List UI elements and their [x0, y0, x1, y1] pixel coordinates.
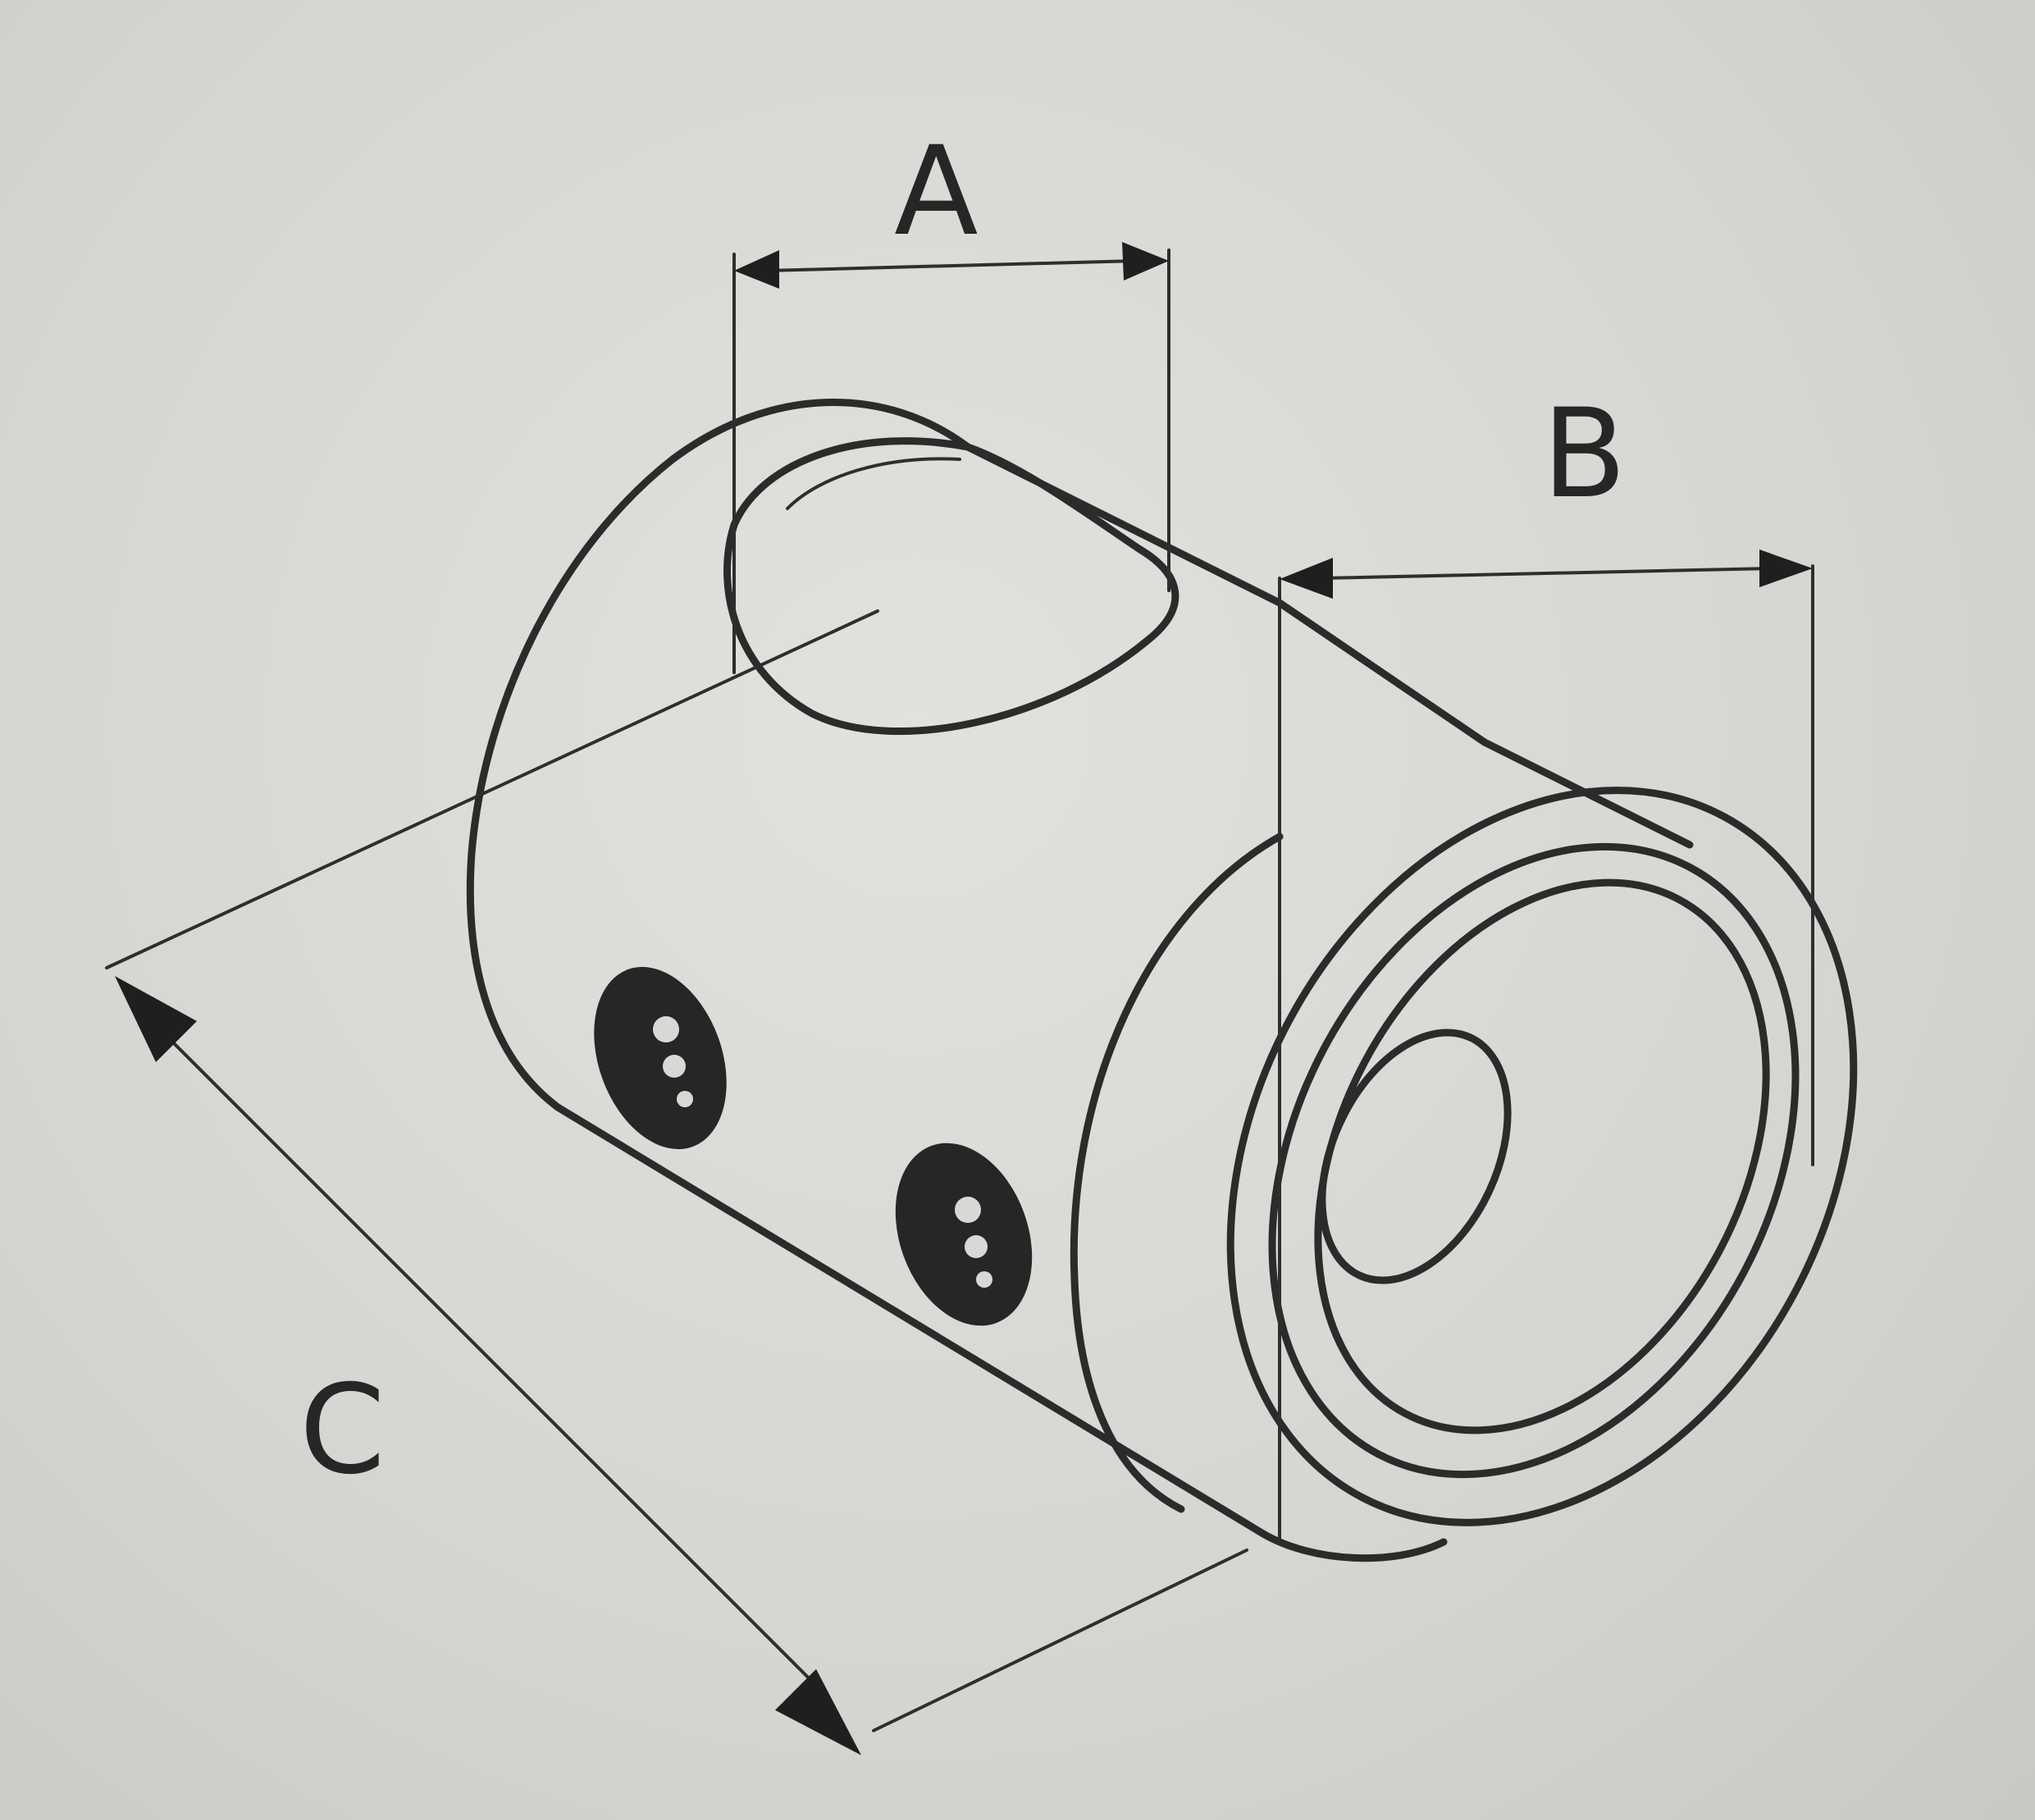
cylinder-end-outer: [1226, 787, 1858, 1526]
cylinder-front-edge: [1070, 832, 1284, 1513]
top-opening-outer: [723, 437, 1179, 735]
top-opening-inner: [786, 457, 961, 510]
screw-hole-lower: [895, 1143, 1033, 1326]
screw-hole-upper: [594, 966, 727, 1150]
cylinder-bore: [1318, 1029, 1512, 1284]
cylinder-bottom-edge: [1259, 1530, 1448, 1562]
dimension-a: [732, 242, 1170, 674]
cylinder-end-ring-inner: [1314, 878, 1770, 1435]
body-outline: [466, 398, 1267, 1538]
dimension-b: [1278, 550, 1814, 1544]
dimension-c: [105, 609, 1248, 1755]
dimension-label-b: B: [1542, 383, 1627, 526]
cylinder-end-ring: [1268, 842, 1800, 1479]
dimension-label-a: A: [894, 121, 979, 263]
dimension-label-c: C: [299, 1359, 386, 1502]
